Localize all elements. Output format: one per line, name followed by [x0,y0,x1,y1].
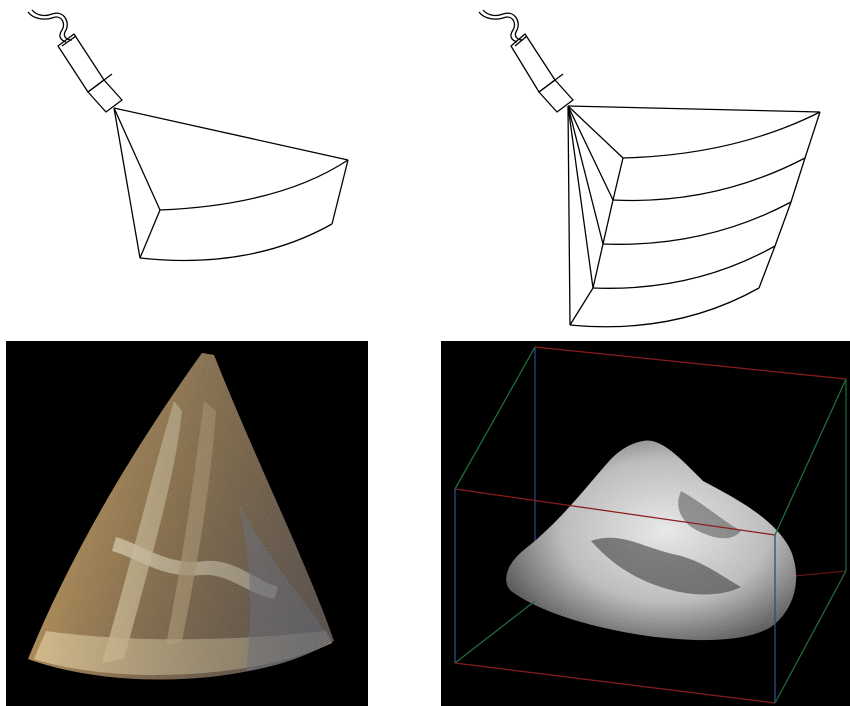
multi-slice-svg [425,0,850,340]
single-sector-svg [0,0,425,340]
single-sector-scan-diagram [0,0,425,340]
volume-blob [506,441,796,641]
volume-render-grayscale-bounding-box [441,341,850,706]
color-render-svg [6,341,368,706]
probe-cable [479,12,517,42]
cone-render [28,353,334,680]
scan-sector [114,108,348,260]
multi-slice-scan-diagram [425,0,850,340]
probe-handle [58,34,122,112]
stacked-scan-slices [568,106,820,327]
probe-cable [28,12,66,42]
probe-handle [511,34,573,112]
grayscale-render-svg [441,341,850,706]
volume-render-color [6,341,368,706]
